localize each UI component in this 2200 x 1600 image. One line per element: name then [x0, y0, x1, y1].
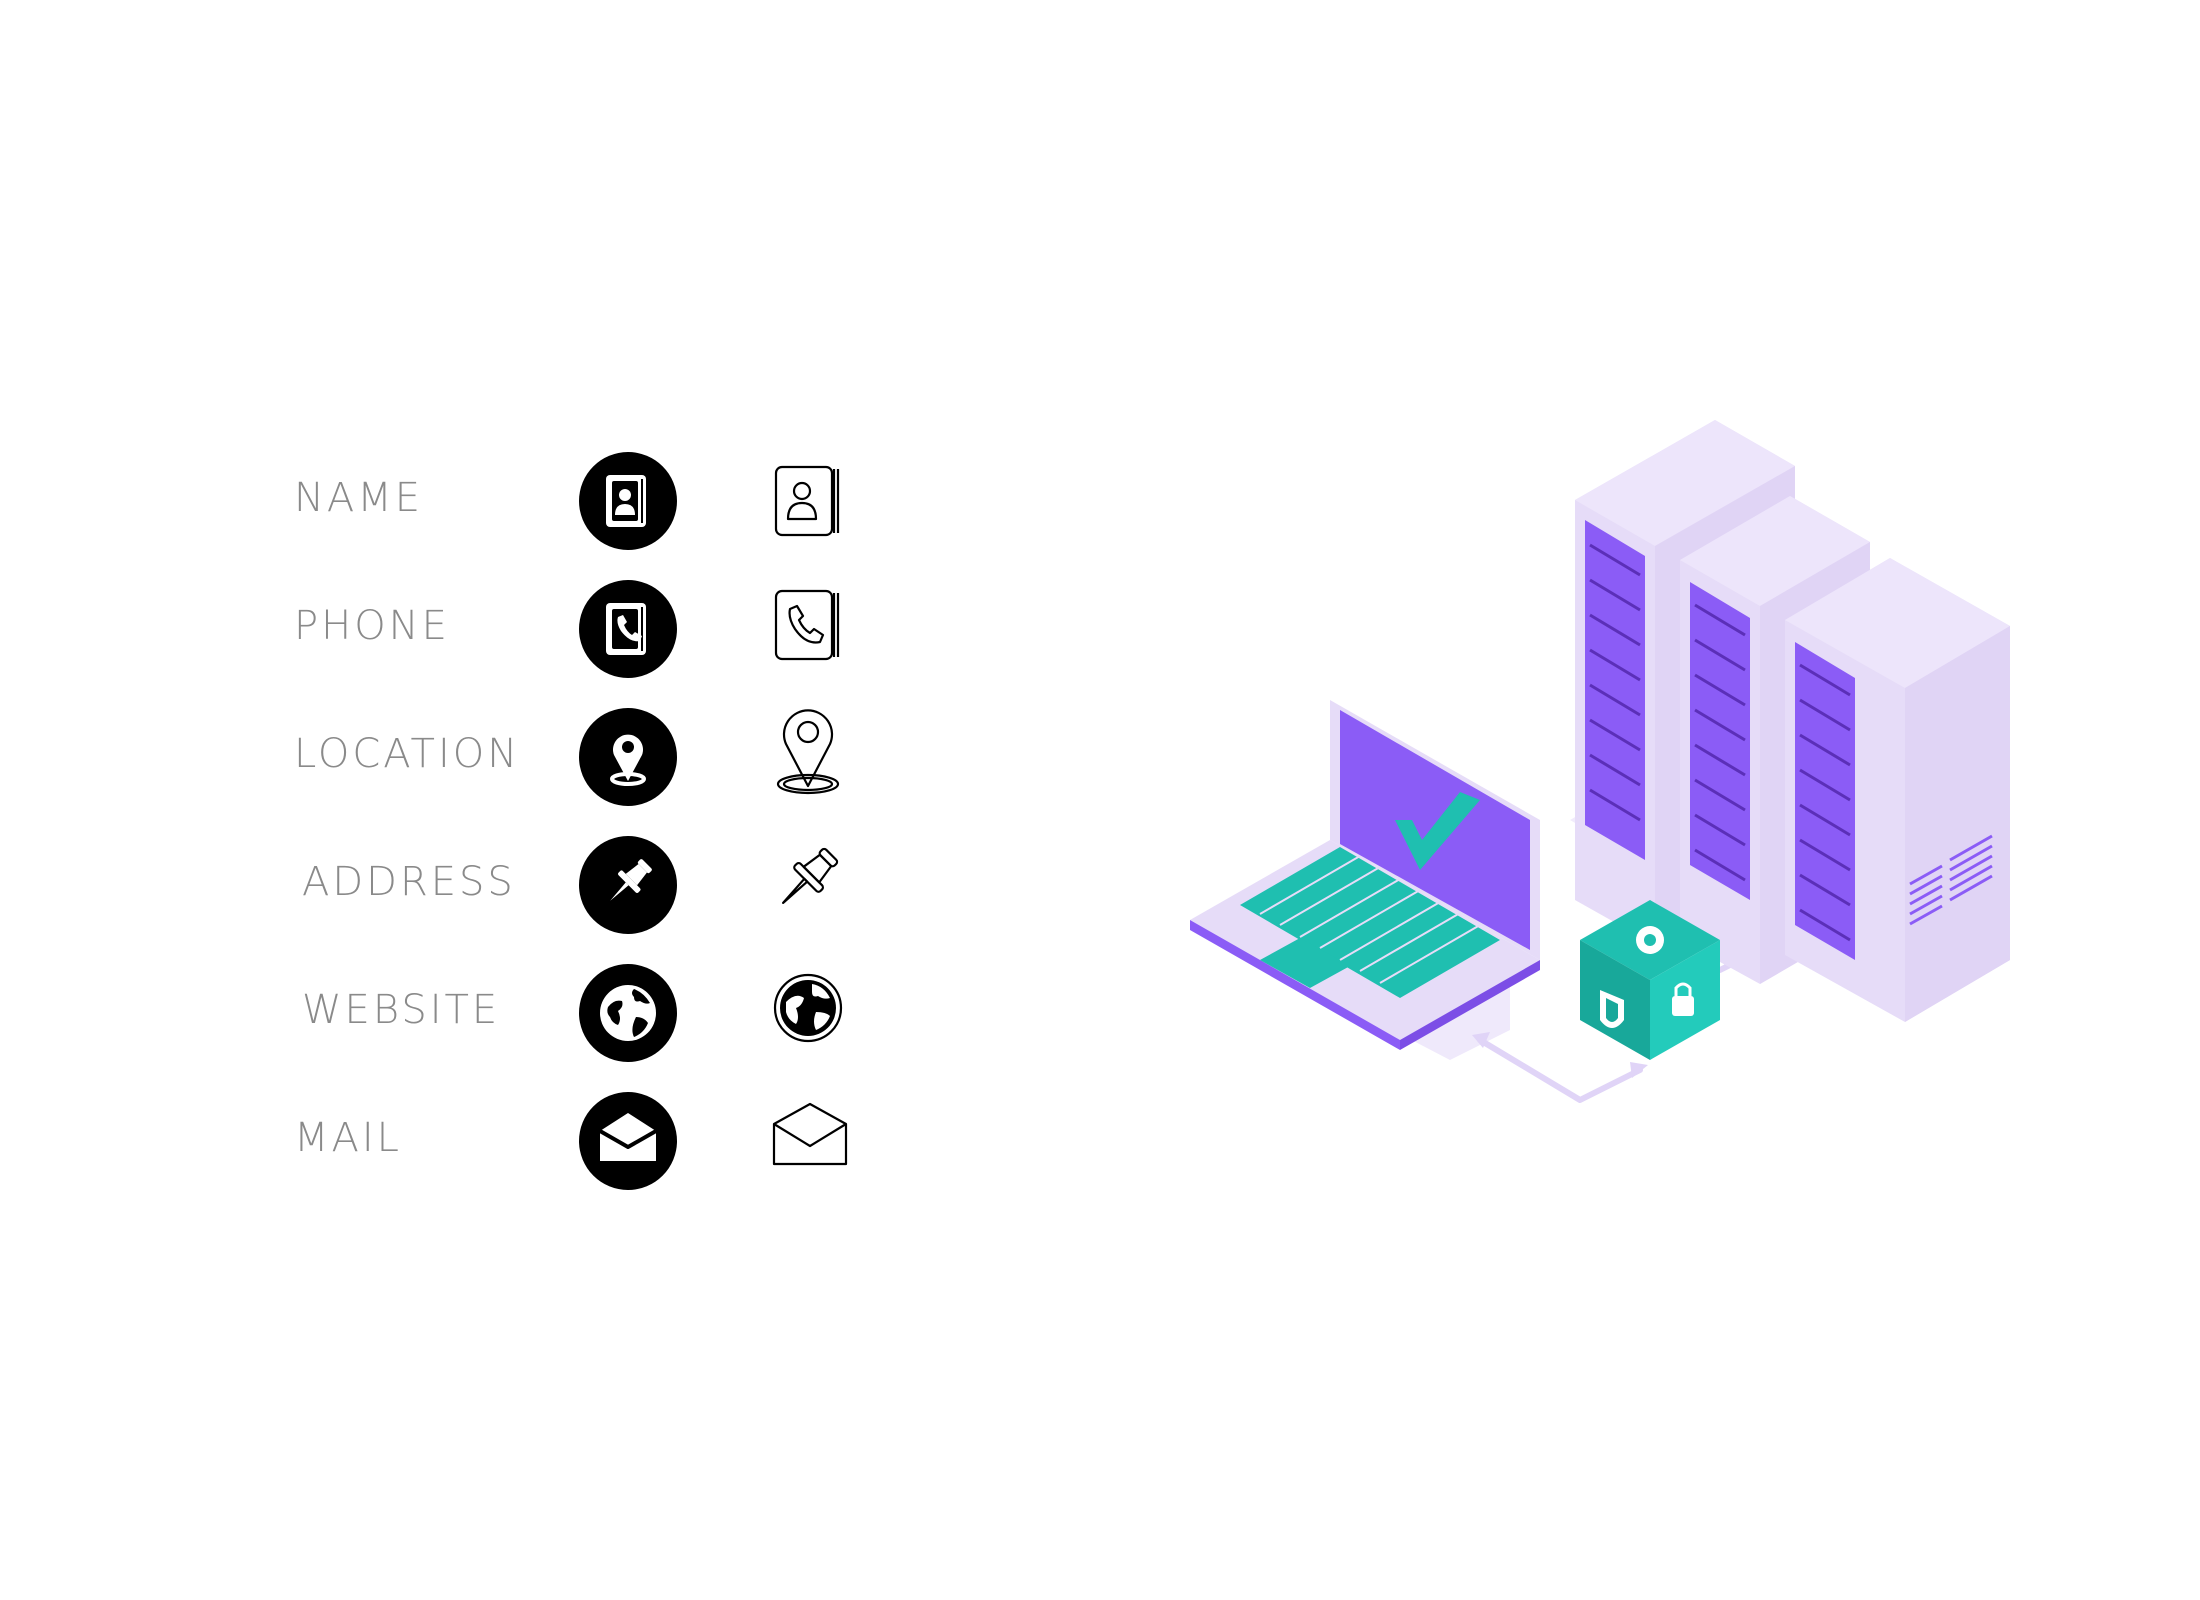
globe-outline-icon [772, 972, 844, 1044]
contact-book-outline-icon [768, 461, 848, 541]
row-label-location: LOCATION [294, 731, 521, 777]
phone-book-icon [578, 579, 678, 679]
laptop-server-security-illustration [1180, 400, 2050, 1120]
location-pin-outline-icon [768, 700, 848, 800]
row-label-phone: PHONE [294, 603, 450, 649]
push-pin-outline-icon [768, 840, 848, 920]
envelope-outline-icon [770, 1100, 850, 1168]
contact-book-icon [578, 451, 678, 551]
row-label-mail: MAIL [294, 1115, 402, 1161]
push-pin-icon [578, 835, 678, 935]
row-label-name: NAME [294, 475, 424, 521]
envelope-icon [578, 1091, 678, 1191]
location-pin-icon [578, 707, 678, 807]
globe-icon [578, 963, 678, 1063]
phone-book-outline-icon [768, 585, 848, 665]
row-label-address: ADDRESS [302, 859, 516, 905]
row-label-website: WEBSITE [302, 987, 501, 1033]
